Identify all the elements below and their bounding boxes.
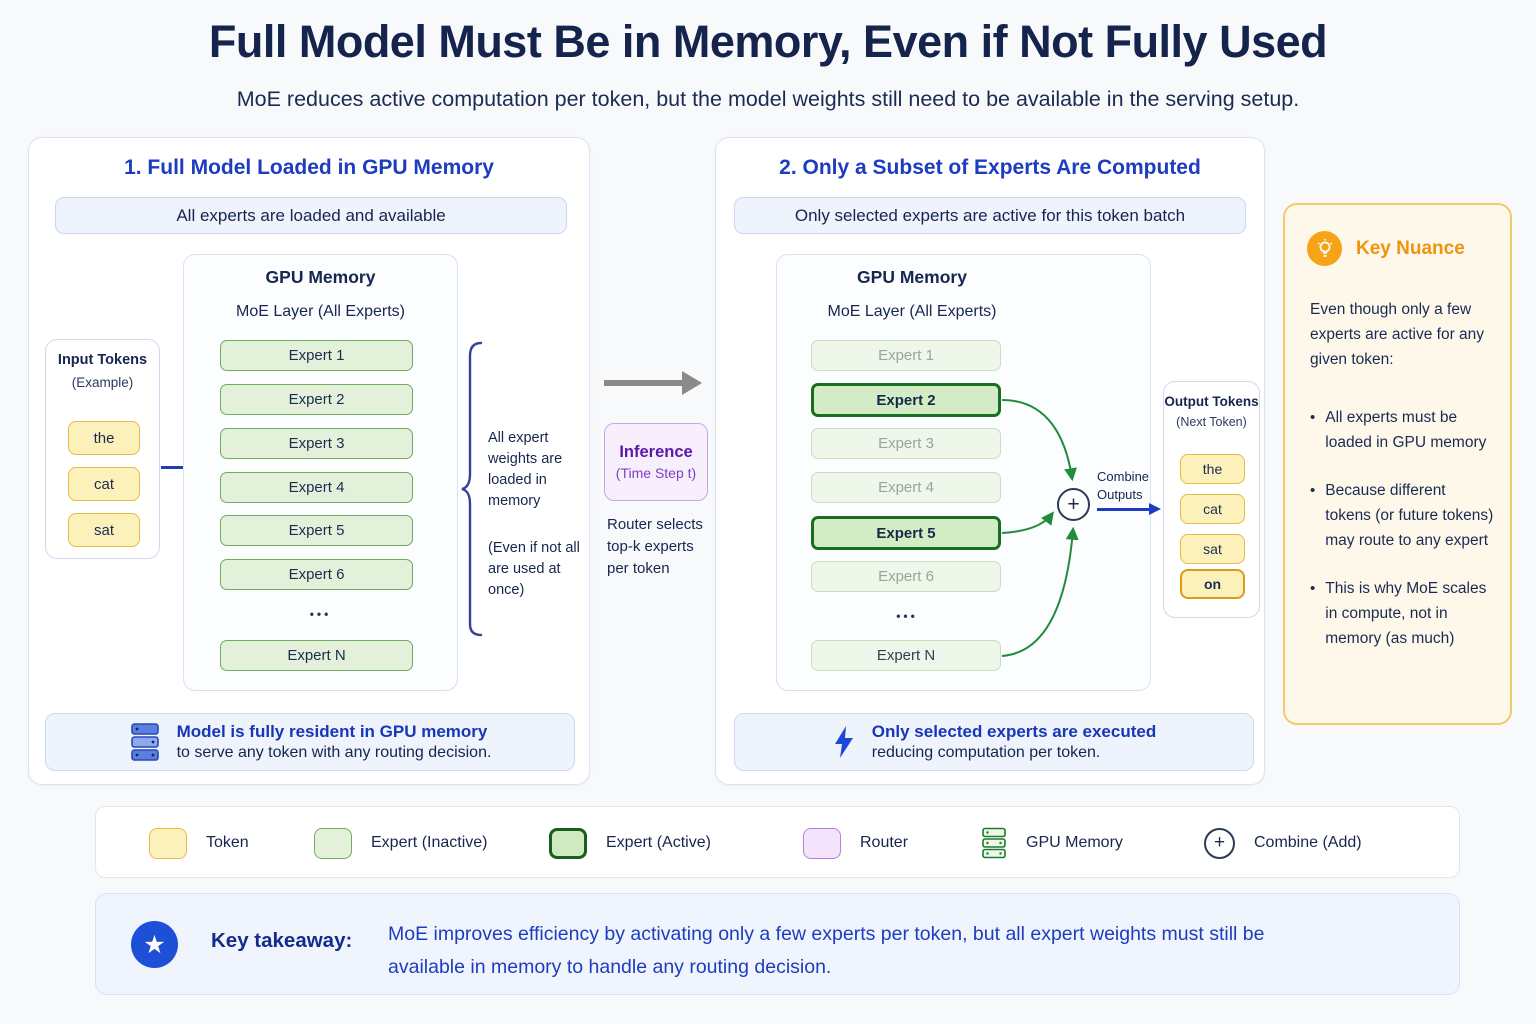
legend-router: Router: [803, 807, 908, 879]
panel2-note: Only selected experts are executed reduc…: [734, 713, 1254, 771]
expert-row-inactive: Expert 6: [811, 561, 1001, 592]
key-nuance-panel: Key Nuance Even though only a few expert…: [1283, 203, 1512, 725]
brace-note-line1: All expert weights are loaded in memory: [488, 430, 563, 509]
key-takeaway-text: MoE improves efficiency by activating on…: [388, 923, 1265, 978]
page-subtitle: MoE reduces active computation per token…: [236, 87, 1300, 111]
panel1-title: 1. Full Model Loaded in GPU Memory: [124, 156, 494, 179]
step-arrowhead: [682, 371, 702, 395]
expert-row-inactive: Expert 1: [811, 340, 1001, 371]
expert-active-swatch: [549, 827, 587, 859]
expert-row-active: Expert 2: [811, 383, 1001, 417]
expert-row: Expert 1: [220, 340, 413, 371]
star-icon: ★: [131, 921, 178, 968]
brace-glyph: [461, 341, 483, 637]
brace-note-line2: (Even if not all are used at once): [488, 540, 580, 598]
combine-add-icon: +: [1204, 827, 1235, 859]
expert-row-active: Expert 5: [811, 516, 1001, 550]
legend-token: Token: [149, 807, 249, 879]
router-note: Router selects top-k experts per token: [607, 516, 703, 577]
timestep-label: (Time Step t): [615, 465, 697, 481]
key-takeaway-label: Key takeaway:: [211, 929, 353, 952]
output-token-next: on: [1180, 569, 1245, 599]
moe-layer-label: MoE Layer (All Experts): [236, 303, 405, 320]
expert-row: Expert N: [811, 640, 1001, 671]
combine-add-node: +: [1057, 488, 1090, 521]
nuance-bullet: • All experts must be loaded in GPU memo…: [1310, 409, 1487, 451]
legend-combine: + Combine (Add): [1204, 807, 1362, 879]
token-swatch: [149, 827, 187, 859]
page-title: Full Model Must Be in Memory, Even if No…: [208, 16, 1328, 67]
output-token: sat: [1180, 534, 1245, 564]
lightbulb-icon: [1307, 231, 1342, 266]
panel-full-model-loaded: 1. Full Model Loaded in GPU Memory All e…: [28, 137, 590, 785]
expert-inactive-swatch: [314, 827, 352, 859]
panel2-note-text: reducing computation per token.: [871, 744, 1101, 761]
input-token: sat: [68, 513, 140, 547]
panel-subset-computed: 2. Only a Subset of Experts Are Computed…: [715, 137, 1265, 785]
expert-row: Expert 3: [220, 428, 413, 459]
input-to-experts-arrow: [161, 466, 191, 469]
key-nuance-title: Key Nuance: [1356, 237, 1465, 259]
expert-row: Expert 6: [220, 559, 413, 590]
expert-row: Expert 4: [220, 472, 413, 503]
nuance-bullet: • Because different tokens (or future to…: [1310, 482, 1494, 549]
input-tokens-box: Input Tokens (Example) the cat sat: [45, 339, 160, 559]
panel1-banner: All experts are loaded and available: [55, 197, 567, 234]
panel2-note-bold: Only selected experts are executed: [871, 722, 1157, 741]
input-token: the: [68, 421, 140, 455]
panel1-note-text: to serve any token with any routing deci…: [176, 744, 492, 761]
expert-row: Expert 5: [220, 515, 413, 546]
moe-layer-label: MoE Layer (All Experts): [827, 303, 997, 320]
key-takeaway-bar: ★ Key takeaway: MoE improves efficiency …: [95, 893, 1460, 995]
expert-row-inactive: Expert 3: [811, 428, 1001, 459]
legend-expert-active: Expert (Active): [549, 807, 711, 879]
output-token: the: [1180, 454, 1245, 484]
input-tokens-subtitle: (Example): [71, 375, 134, 390]
combine-outputs-label: Combine Outputs: [1097, 469, 1150, 502]
panel2-title: 2. Only a Subset of Experts Are Computed: [779, 156, 1201, 179]
output-tokens-subtitle: (Next Token): [1176, 415, 1247, 429]
input-token: cat: [68, 467, 140, 501]
gpu-server-icon: [130, 723, 159, 761]
inference-label: Inference: [619, 443, 693, 461]
expert-row: Expert N: [220, 640, 413, 671]
key-nuance-intro: Even though only a few experts are activ…: [1310, 301, 1485, 368]
experts-ellipsis: •••: [309, 607, 332, 621]
inference-router-box: Inference (Time Step t): [604, 423, 708, 501]
gpu-memory-label: GPU Memory: [857, 267, 967, 287]
output-token: cat: [1180, 494, 1245, 524]
output-tokens-box: Output Tokens (Next Token) the cat sat o…: [1163, 381, 1260, 618]
panel1-note: Model is fully resident in GPU memory to…: [45, 713, 575, 771]
gpu-memory-label: GPU Memory: [265, 267, 376, 287]
lightning-icon: [834, 726, 853, 758]
input-tokens-title: Input Tokens: [57, 352, 148, 368]
combine-to-output-arrow: [1097, 508, 1151, 511]
router-swatch: [803, 827, 841, 859]
gpu-memory-box: GPU Memory MoE Layer (All Experts) Exper…: [776, 254, 1151, 691]
combine-to-output-arrowhead: [1149, 503, 1161, 515]
gpu-memory-icon: [982, 827, 1006, 859]
step-arrow: [604, 380, 684, 386]
nuance-bullet: • This is why MoE scales in compute, not…: [1310, 580, 1487, 647]
output-tokens-title: Output Tokens: [1164, 394, 1259, 409]
panel2-banner: Only selected experts are active for thi…: [734, 197, 1246, 234]
gpu-memory-box: GPU Memory MoE Layer (All Experts) Exper…: [183, 254, 458, 691]
legend-expert-inactive: Expert (Inactive): [314, 807, 487, 879]
legend-gpu-memory: GPU Memory: [981, 807, 1123, 879]
experts-ellipsis: •••: [896, 609, 918, 623]
legend-bar: Token Expert (Inactive) Expert (Active) …: [95, 806, 1460, 878]
panel1-note-bold: Model is fully resident in GPU memory: [176, 722, 488, 741]
expert-row: Expert 2: [220, 384, 413, 415]
expert-row-inactive: Expert 4: [811, 472, 1001, 503]
